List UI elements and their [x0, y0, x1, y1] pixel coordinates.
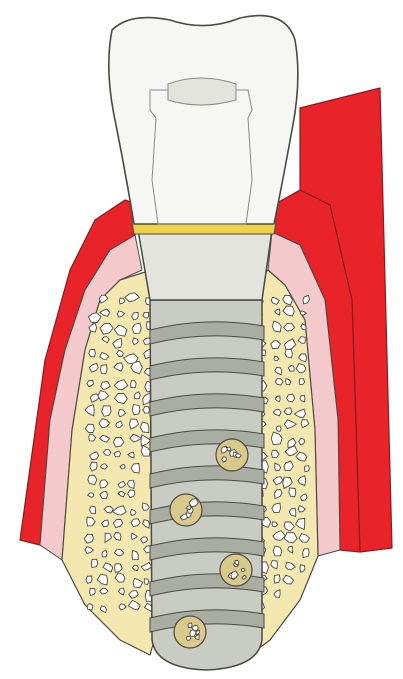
trabecular-space [144, 579, 148, 585]
trabecular-space [276, 426, 281, 431]
trabecular-space [143, 407, 150, 414]
crown [109, 16, 298, 224]
crown-body [109, 16, 298, 224]
trabecular-space [241, 569, 245, 572]
trabecular-space [186, 636, 190, 640]
trabecular-space [87, 604, 93, 610]
trabecular-space [86, 576, 92, 583]
implant-body [150, 300, 264, 670]
trabecular-space [222, 457, 226, 462]
trabecular-space [304, 466, 309, 472]
abutment-collar [138, 230, 272, 300]
trabecular-space [303, 549, 309, 558]
trabecular-space [88, 475, 97, 484]
trabecular-space [132, 405, 140, 415]
trabecular-space [274, 575, 280, 583]
screw-head [168, 78, 236, 105]
implant-threads [150, 322, 264, 632]
trabecular-space [102, 551, 107, 557]
trabecular-space [89, 350, 96, 357]
trabecular-space [91, 559, 98, 567]
trabecular-space [235, 560, 239, 565]
trabecular-space [188, 623, 192, 628]
implant-window [220, 554, 252, 586]
trabecular-space [143, 312, 149, 318]
trabecular-space [101, 365, 108, 374]
abutment [132, 222, 276, 300]
trabecular-space [287, 394, 295, 402]
trabecular-space [289, 488, 296, 497]
trabecular-space [288, 366, 294, 371]
trabecular-space [300, 565, 305, 572]
implant-window [170, 494, 202, 526]
trabecular-space [131, 381, 136, 388]
trabecular-space [102, 406, 111, 417]
trabecular-space [90, 588, 96, 595]
trabecular-space [273, 546, 282, 556]
trabecular-space [299, 438, 305, 444]
trabecular-space [90, 462, 97, 471]
